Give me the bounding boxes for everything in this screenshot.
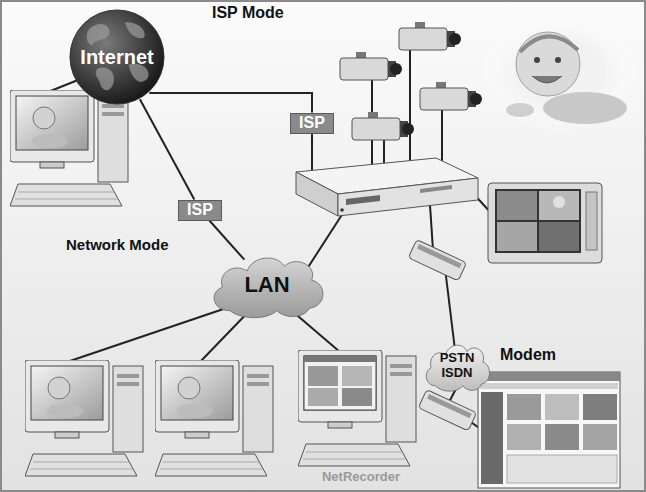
server-front (338, 178, 478, 216)
modem (418, 390, 476, 431)
browser-window (478, 372, 620, 488)
device-label: NetRecorder (322, 470, 400, 485)
baby-eye (555, 57, 561, 63)
network-link (209, 221, 244, 260)
camera-cable (441, 110, 443, 162)
quad-view (539, 191, 579, 220)
video-thumb (342, 366, 372, 386)
tv-screen (495, 189, 581, 253)
node-text: ISP (187, 201, 213, 219)
cloud-body (426, 345, 489, 391)
node-text: ISP (299, 114, 325, 132)
continent (87, 24, 110, 45)
cloud-body (214, 258, 323, 318)
server-badge (420, 185, 452, 193)
network-link (140, 99, 194, 199)
video-thumb (583, 424, 617, 450)
video-thumb (507, 424, 541, 450)
browser-titlebar (478, 372, 620, 381)
video-server (296, 158, 478, 216)
browser-toolbar (480, 383, 618, 389)
baby-hand (506, 103, 534, 117)
lan-cloud: LAN (205, 250, 329, 320)
video-thumb (308, 366, 338, 386)
video-thumb (342, 388, 372, 406)
camera-cable (409, 50, 411, 162)
globe-body (70, 10, 164, 104)
camera (420, 82, 482, 110)
video-thumb (308, 388, 338, 406)
modem-body (418, 390, 476, 431)
software-window (304, 356, 376, 410)
quad-view (497, 222, 537, 251)
quad-view (497, 191, 537, 220)
continent (125, 22, 145, 38)
link-label: Modem (500, 346, 556, 364)
internet-globe: Internet (69, 9, 165, 105)
browser-sidebar (481, 392, 503, 484)
node-text: PSTN ISDN (440, 351, 475, 381)
camera (352, 112, 414, 140)
baby-smile (532, 76, 562, 83)
camera (340, 52, 402, 80)
isp-box: ISP (178, 200, 222, 221)
video-thumb (507, 394, 541, 420)
baby-body (543, 92, 627, 124)
tv-monitor (488, 183, 602, 263)
camera (399, 22, 461, 50)
tv-controls (586, 192, 597, 250)
mode-label: Network Mode (66, 236, 169, 253)
video-thumb (583, 394, 617, 420)
network-link (150, 92, 312, 112)
software-titlebar (304, 356, 376, 362)
baby-head (516, 32, 580, 96)
computer (10, 90, 128, 206)
recorder-software-screen (304, 356, 376, 410)
photo-vignette (480, 12, 640, 132)
phone-network-cloud: PSTN ISDN (421, 339, 493, 393)
server-display (346, 195, 380, 205)
video-thumb (545, 394, 579, 420)
server-led (340, 208, 344, 212)
baby-eye (534, 57, 540, 63)
modem-cable (430, 205, 433, 250)
video-thumb (545, 424, 579, 450)
modem (408, 240, 466, 281)
camera-cable (383, 140, 385, 166)
server-side (296, 172, 338, 216)
tv-body (488, 183, 602, 263)
modem-stripe (417, 244, 462, 268)
person-head (553, 196, 565, 208)
phone-line (445, 268, 455, 350)
continent (96, 68, 114, 91)
isp-box: ISP (290, 113, 334, 134)
baby-photo (480, 12, 640, 132)
computer (155, 360, 273, 476)
mode-label: ISP Mode (212, 4, 284, 22)
lan-cable (305, 210, 345, 272)
computer (25, 360, 143, 476)
computer (298, 350, 416, 466)
browser-screenshot (478, 372, 620, 488)
modem-body (408, 240, 466, 281)
wire (311, 133, 313, 171)
modem-stripe (427, 394, 472, 418)
node-text: LAN (244, 272, 289, 297)
node-text: Internet (80, 46, 153, 69)
baby-hair (520, 36, 578, 52)
browser-panel (507, 455, 617, 483)
quad-view (539, 222, 579, 251)
